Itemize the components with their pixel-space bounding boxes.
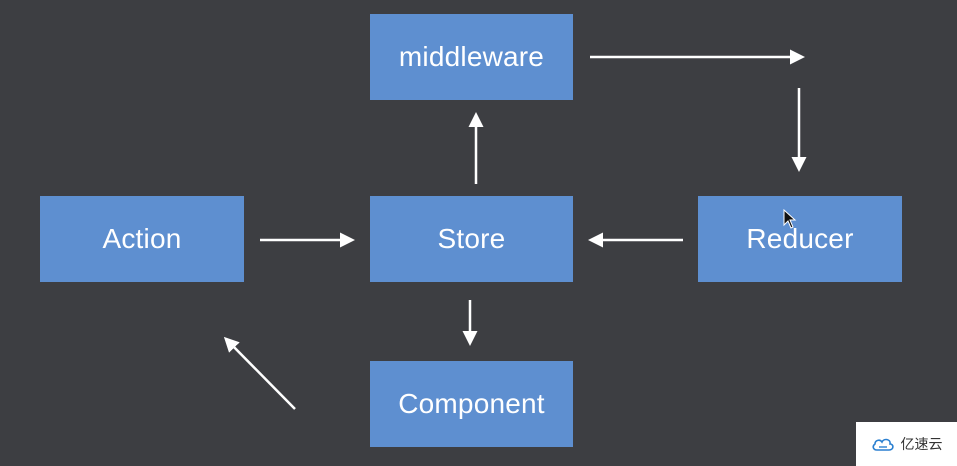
watermark-text: 亿速云 xyxy=(900,437,943,453)
node-reducer-label: Reducer xyxy=(746,223,854,254)
node-action: Action xyxy=(40,196,244,282)
node-middleware-label: middleware xyxy=(398,41,545,72)
node-middleware: middleware xyxy=(370,14,573,100)
cloud-logo-icon xyxy=(871,438,894,451)
watermark-badge: 亿速云 xyxy=(856,422,957,466)
node-reducer: Reducer xyxy=(698,196,902,282)
node-store: Store xyxy=(370,196,573,282)
node-component-label: Component xyxy=(398,388,545,419)
mouse-cursor-icon xyxy=(783,209,797,229)
node-action-label: Action xyxy=(102,223,182,254)
node-store-label: Store xyxy=(437,223,506,254)
arrow-component-to-action xyxy=(223,336,296,410)
node-component: Component xyxy=(370,361,573,447)
